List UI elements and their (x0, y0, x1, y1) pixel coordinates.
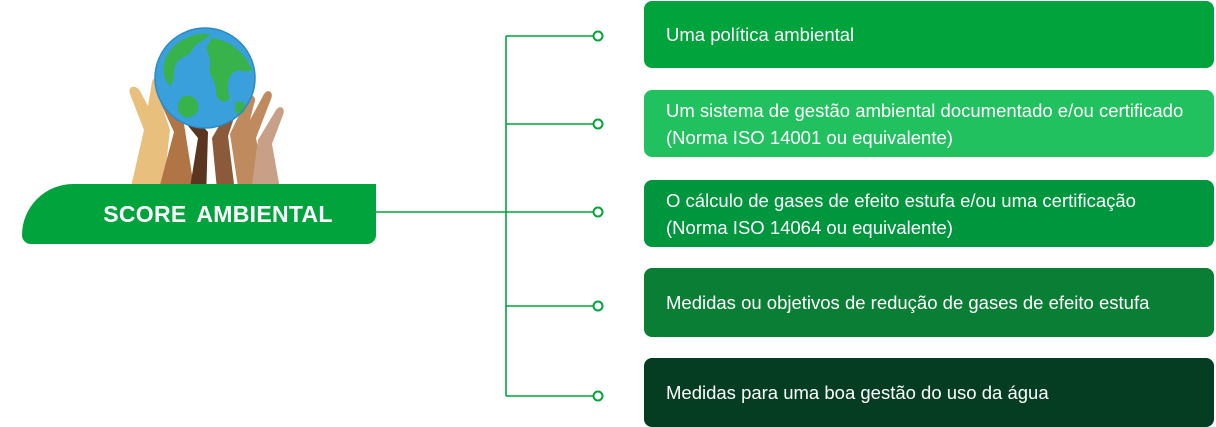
item-box-3: O cálculo de gases de efeito estufa e/ou… (644, 180, 1214, 247)
globe-icon (154, 27, 256, 129)
connector-node-1 (592, 30, 604, 42)
connector-node-4 (592, 300, 604, 312)
connector-node-5 (592, 390, 604, 402)
item-box-5: Medidas para uma boa gestão do uso da ág… (644, 358, 1214, 427)
item-text-3: O cálculo de gases de efeito estufa e/ou… (666, 189, 1136, 238)
score-ambiental-text: SCORE AMBIENTAL (103, 200, 333, 227)
item-text-2: Um sistema de gestão ambiental documenta… (666, 99, 1184, 148)
item-box-4: Medidas ou objetivos de redução de gases… (644, 268, 1214, 337)
item-box-1: Uma política ambiental (644, 1, 1214, 68)
connector-node-3 (592, 206, 604, 218)
hands-icon (128, 77, 284, 200)
item-text-5: Medidas para uma boa gestão do uso da ág… (666, 382, 1049, 403)
item-box-2: Um sistema de gestão ambiental documenta… (644, 90, 1214, 157)
globe-held-by-hands-icon (128, 27, 284, 200)
connector-node-2 (592, 118, 604, 130)
item-text-1: Uma política ambiental (666, 24, 855, 45)
item-text-4: Medidas ou objetivos de redução de gases… (666, 292, 1150, 313)
score-ambiental-label: SCORE AMBIENTAL (22, 184, 376, 244)
